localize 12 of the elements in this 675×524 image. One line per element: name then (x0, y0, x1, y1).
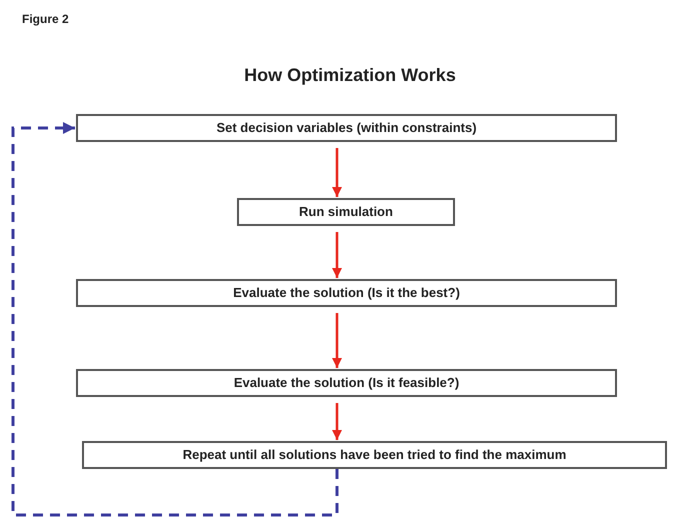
process-box: Run simulation (237, 198, 455, 226)
arrow (332, 403, 342, 440)
arrow (332, 148, 342, 197)
process-box: Set decision variables (within constraints) (76, 114, 617, 142)
figure-label: Figure 2 (22, 11, 69, 28)
diagram-title: How Optimization Works (243, 64, 457, 87)
arrow (332, 232, 342, 278)
dashed-arrow (12, 122, 338, 516)
process-box: Repeat until all solutions have been tried to find the maximum (82, 441, 667, 469)
process-box: Evaluate the solution (Is it feasible?) (76, 369, 617, 397)
process-box: Evaluate the solution (Is it the best?) (76, 279, 617, 307)
arrow (332, 313, 342, 368)
